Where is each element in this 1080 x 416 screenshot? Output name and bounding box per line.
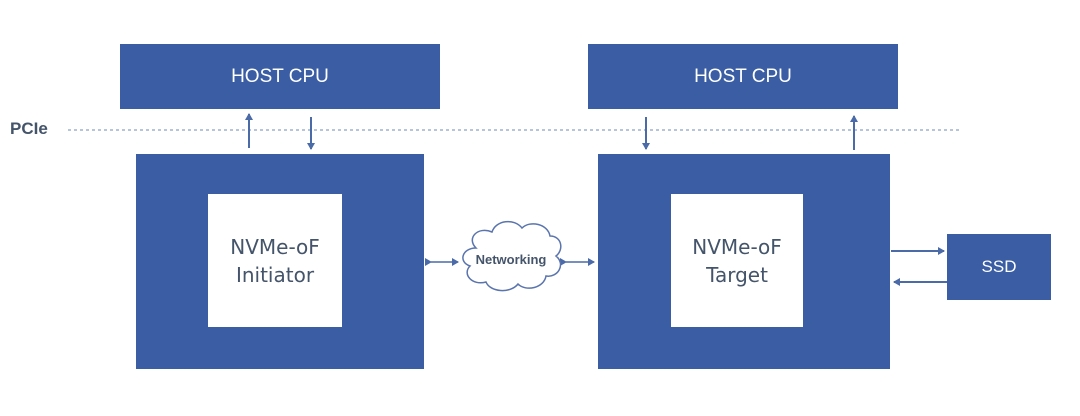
ssd-block: SSD [947,234,1051,300]
initiator-label-line1: NVMe-oF [230,234,320,259]
network-label: Networking [476,252,547,267]
target-label-line2: Target [706,262,768,287]
initiator-block: NVMe-oF Initiator [136,154,424,369]
initiator-host-cpu-label: HOST CPU [231,65,329,87]
initiator-label-line2: Initiator [235,262,315,287]
initiator-component: NVMe-oF Initiator [208,194,342,327]
ssd-label: SSD [981,257,1017,276]
cloud-icon [462,220,562,292]
target-block: NVMe-oF Target [598,154,890,369]
target-host-cpu-label: HOST CPU [694,65,792,87]
initiator-host-cpu: HOST CPU [120,44,440,109]
target-component: NVMe-oF Target [671,194,803,327]
target-label-line1: NVMe-oF [692,234,782,259]
pcie-label: PCIe [10,119,48,138]
target-host-cpu: HOST CPU [588,44,898,109]
